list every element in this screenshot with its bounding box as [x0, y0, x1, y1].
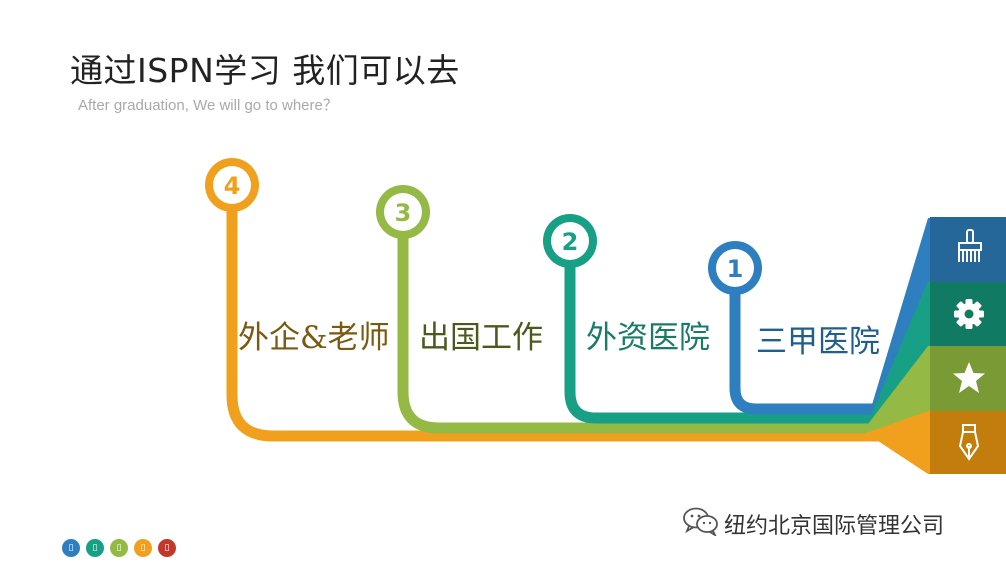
funnel-wedge-orange — [866, 411, 935, 474]
marker-1: 1 — [708, 241, 762, 295]
marker-2: 2 — [543, 214, 597, 268]
brush-icon — [958, 229, 982, 262]
slide-subtitle: After graduation, We will go to where？ — [78, 97, 338, 114]
star-icon — [953, 362, 985, 393]
path-line-3 — [397, 212, 930, 434]
path-line-2 — [564, 241, 930, 424]
step-label-2: 外资医院 — [586, 320, 710, 356]
marker-number-2: 2 — [562, 228, 579, 256]
marker-number-3: 3 — [395, 199, 412, 227]
marker-number-4: 4 — [224, 172, 241, 200]
footer-dot-1: ▯ — [62, 539, 80, 557]
path-line-4 — [226, 185, 930, 442]
marker-number-1: 1 — [727, 255, 744, 283]
footer-dot-5: ▯ — [158, 539, 176, 557]
path-line-1 — [729, 268, 930, 415]
side-block-2 — [930, 282, 1006, 346]
footer-dot-4: ▯ — [134, 539, 152, 557]
watermark-text: 纽约北京国际管理公司 — [724, 514, 945, 539]
footer-dot-2: ▯ — [86, 539, 104, 557]
slide-title: 通过ISPN学习 我们可以去 — [70, 51, 460, 90]
funnel-wedge-lime — [868, 346, 935, 430]
side-block-1 — [930, 217, 1006, 282]
footer-dots: ▯ ▯ ▯ ▯ ▯ — [62, 539, 176, 557]
marker-4: 4 — [205, 158, 259, 212]
marker-3: 3 — [376, 185, 430, 239]
side-block-3 — [930, 346, 1006, 411]
step-label-3: 出国工作 — [419, 320, 543, 356]
wechat-icon — [683, 507, 718, 536]
footer-dot-3: ▯ — [110, 539, 128, 557]
side-block-4 — [930, 411, 1006, 474]
gear-icon — [954, 299, 984, 329]
pen-nib-icon — [958, 424, 980, 461]
step-label-4: 外企&老师 — [238, 320, 390, 356]
step-label-1: 三甲医院 — [756, 324, 880, 360]
